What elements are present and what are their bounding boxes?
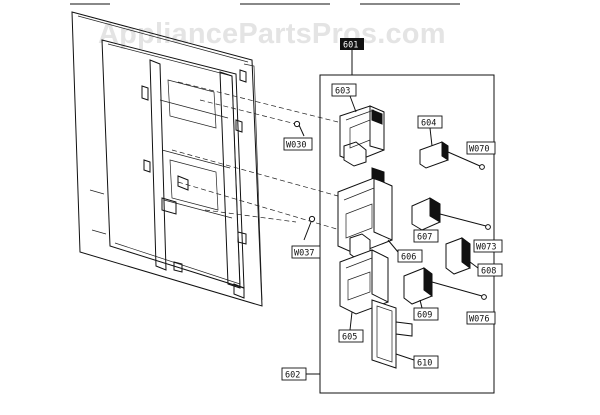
label-608-text: 608 (481, 267, 496, 277)
part-608-bracket (445, 237, 471, 275)
label-601-text: 601 (343, 41, 358, 51)
label-w070: W070 (466, 141, 496, 155)
label-610-text: 610 (417, 359, 432, 369)
label-606: 606 (387, 239, 423, 263)
label-604: 604 (417, 115, 443, 147)
projection-lines (171, 81, 341, 231)
label-w037: W037 (291, 245, 321, 259)
label-603-text: 603 (335, 87, 350, 97)
part-603-housing (339, 105, 385, 167)
label-w030: W030 (283, 137, 313, 151)
label-608: 608 (469, 261, 503, 277)
label-606-text: 606 (401, 253, 416, 263)
label-605-text: 605 (342, 333, 357, 343)
label-w076-text: W076 (469, 315, 489, 325)
label-607: 607 (413, 229, 439, 243)
label-w070-text: W070 (469, 145, 489, 155)
label-607-text: 607 (417, 233, 432, 243)
label-w030-text: W030 (286, 141, 306, 151)
label-604-text: 604 (421, 119, 436, 129)
control-panel-frame (71, 11, 263, 307)
label-610: 610 (395, 353, 439, 369)
part-609-switch (403, 267, 487, 305)
part-605-housing (339, 249, 389, 315)
label-605: 605 (338, 311, 364, 343)
screw-w030 (293, 120, 305, 137)
part-610-lever (371, 299, 413, 369)
label-w037-text: W037 (294, 249, 314, 259)
screw-w037 (303, 215, 316, 241)
label-w073-text: W073 (476, 243, 496, 253)
label-603: 603 (331, 83, 357, 113)
part-604-switch (419, 141, 485, 170)
assembly-box (319, 74, 495, 394)
label-609-text: 609 (417, 311, 432, 321)
label-602-text: 602 (285, 371, 300, 381)
part-607-switch (411, 197, 491, 231)
label-w076: W076 (466, 311, 496, 325)
label-609: 609 (413, 299, 439, 321)
part-606-housing (337, 167, 393, 261)
label-w073: W073 (473, 239, 503, 253)
label-602: 602 (281, 367, 320, 381)
watermark-text: AppliancePartsPros.com (98, 18, 446, 50)
label-601: 601 (340, 38, 364, 75)
